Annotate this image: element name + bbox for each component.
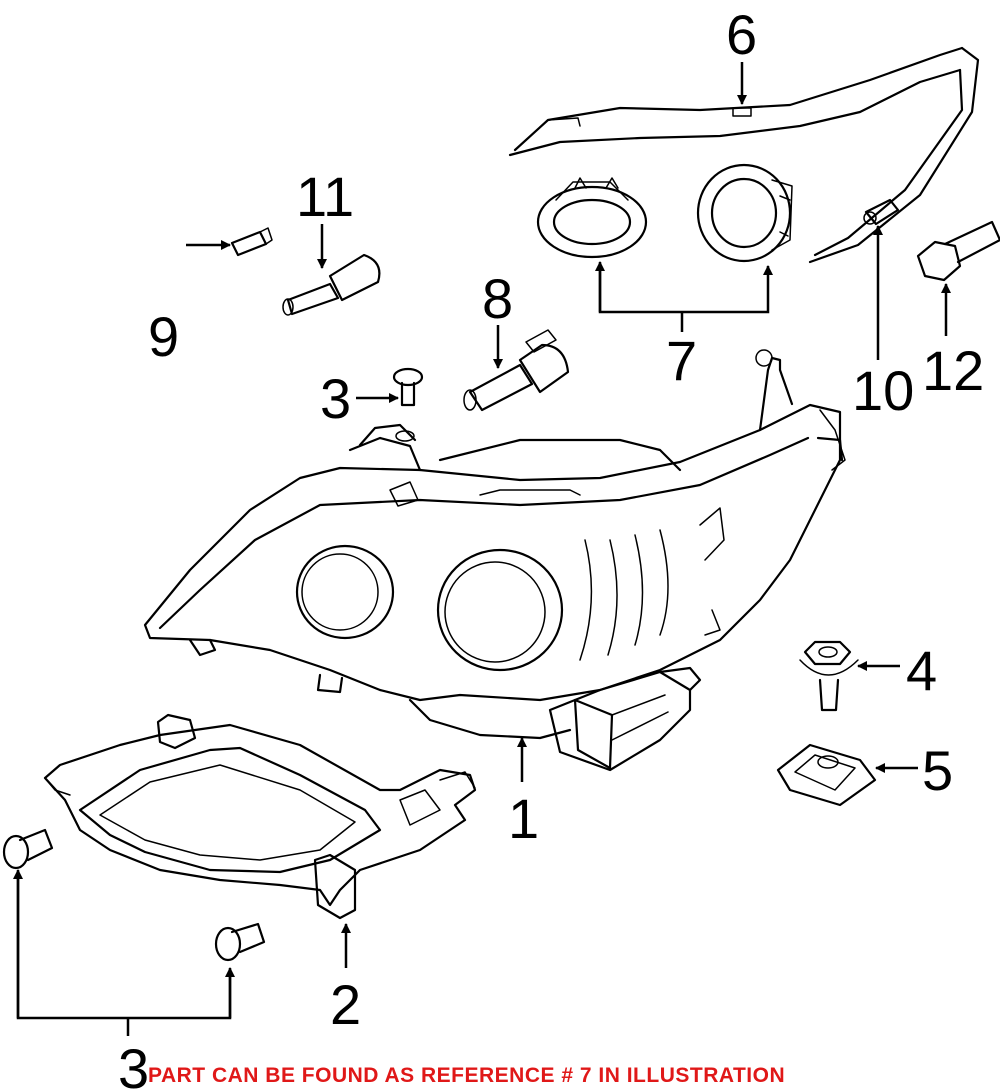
callout-4: 4	[906, 639, 937, 702]
callout-7: 7	[666, 329, 697, 392]
part-10-bulb	[863, 198, 900, 226]
callout-6: 6	[726, 3, 757, 66]
callout-5: 5	[922, 739, 953, 802]
callout-9: 9	[148, 305, 179, 368]
part-7-reflector-rings	[536, 163, 793, 263]
part-8-halogen-bulb	[463, 329, 570, 412]
part-3-screw-left	[2, 828, 54, 870]
footer-note: PART CAN BE FOUND AS REFERENCE # 7 IN IL…	[148, 1064, 785, 1087]
part-2-lower-bracket	[43, 713, 477, 920]
part-5-clip-nut	[776, 743, 877, 807]
part-9-wedge-bulb	[230, 227, 273, 257]
callout-1: 1	[508, 787, 539, 850]
callout-8: 8	[482, 267, 513, 330]
part-6-lens-seal	[508, 46, 980, 264]
callout-12: 12	[922, 339, 984, 402]
callout-10: 10	[852, 359, 914, 422]
part-1-headlamp-assembly	[143, 349, 846, 772]
part-4-hex-bolt	[799, 640, 859, 712]
leader-lines	[13, 62, 951, 1036]
part-11-bulb	[282, 253, 381, 316]
callout-11: 11	[296, 165, 354, 228]
callout-2: 2	[330, 973, 361, 1036]
part-12-bulb-socket	[916, 220, 1000, 282]
callout-3-upper: 3	[320, 367, 351, 430]
callout-3-lower: 3	[118, 1037, 149, 1092]
callout-numbers: 6 11 9 8 3 7 10 12 1 4 5 2 3	[118, 3, 984, 1092]
part-3-screw-bottom	[214, 922, 266, 962]
part-3-screw-upper	[392, 367, 424, 407]
